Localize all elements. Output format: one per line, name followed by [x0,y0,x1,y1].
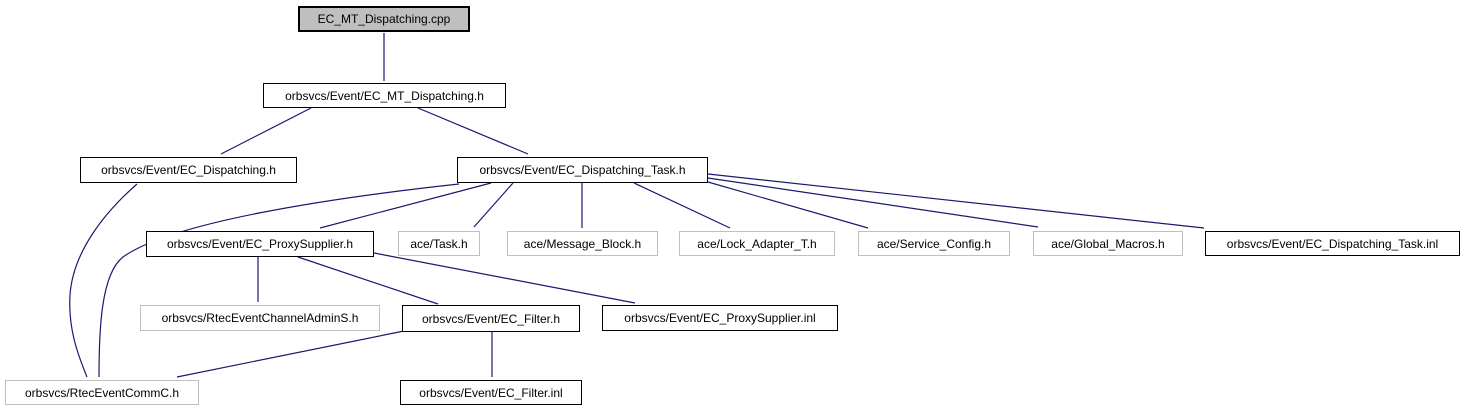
edge-proxysupplier-to-filter-h [297,256,439,305]
node-ace-lock-adapter-t-h: ace/Lock_Adapter_T.h [679,231,835,256]
edge-task-h-to-proxysupplier [319,182,492,229]
node-ec-dispatching-h[interactable]: orbsvcs/Event/EC_Dispatching.h [80,157,297,183]
node-ec-dispatching-task-h[interactable]: orbsvcs/Event/EC_Dispatching_Task.h [457,157,708,183]
edge-dispatching-h-to-commc [69,183,138,378]
node-ec-filter-h[interactable]: orbsvcs/Event/EC_Filter.h [402,305,580,332]
node-ace-service-config-h: ace/Service_Config.h [858,231,1010,256]
edge-task-h-to-ace-task [473,182,514,228]
node-ec-mt-dispatching-cpp: EC_MT_Dispatching.cpp [298,6,470,32]
node-ec-dispatching-task-inl[interactable]: orbsvcs/Event/EC_Dispatching_Task.inl [1205,231,1460,256]
edge-task-h-to-service-config [707,181,869,229]
edge-mt-h-to-dispatching-h [220,107,312,155]
edge-task-h-to-lock-adapter [633,182,731,229]
node-rtec-event-commc-h: orbsvcs/RtecEventCommC.h [5,380,199,405]
edge-task-h-to-task-inl [707,173,1205,229]
edge-task-h-to-global-macros [707,177,1039,228]
node-ace-task-h: ace/Task.h [398,231,480,256]
node-ec-filter-inl[interactable]: orbsvcs/Event/EC_Filter.inl [400,380,582,405]
edge-proxysupplier-to-proxysupplier-inl [373,252,636,304]
edge-task-h-to-commc [98,183,460,378]
node-ace-global-macros-h: ace/Global_Macros.h [1033,231,1183,256]
node-ace-message-block-h: ace/Message_Block.h [507,231,658,256]
node-ec-mt-dispatching-h[interactable]: orbsvcs/Event/EC_MT_Dispatching.h [263,83,506,108]
node-ec-proxysupplier-inl[interactable]: orbsvcs/Event/EC_ProxySupplier.inl [602,305,838,331]
edge-mt-h-to-task-h [417,107,529,155]
edge-filter-h-to-commc [176,330,405,378]
node-rtec-event-channel-admins-h: orbsvcs/RtecEventChannelAdminS.h [140,305,380,331]
node-ec-proxysupplier-h[interactable]: orbsvcs/Event/EC_ProxySupplier.h [146,231,374,257]
